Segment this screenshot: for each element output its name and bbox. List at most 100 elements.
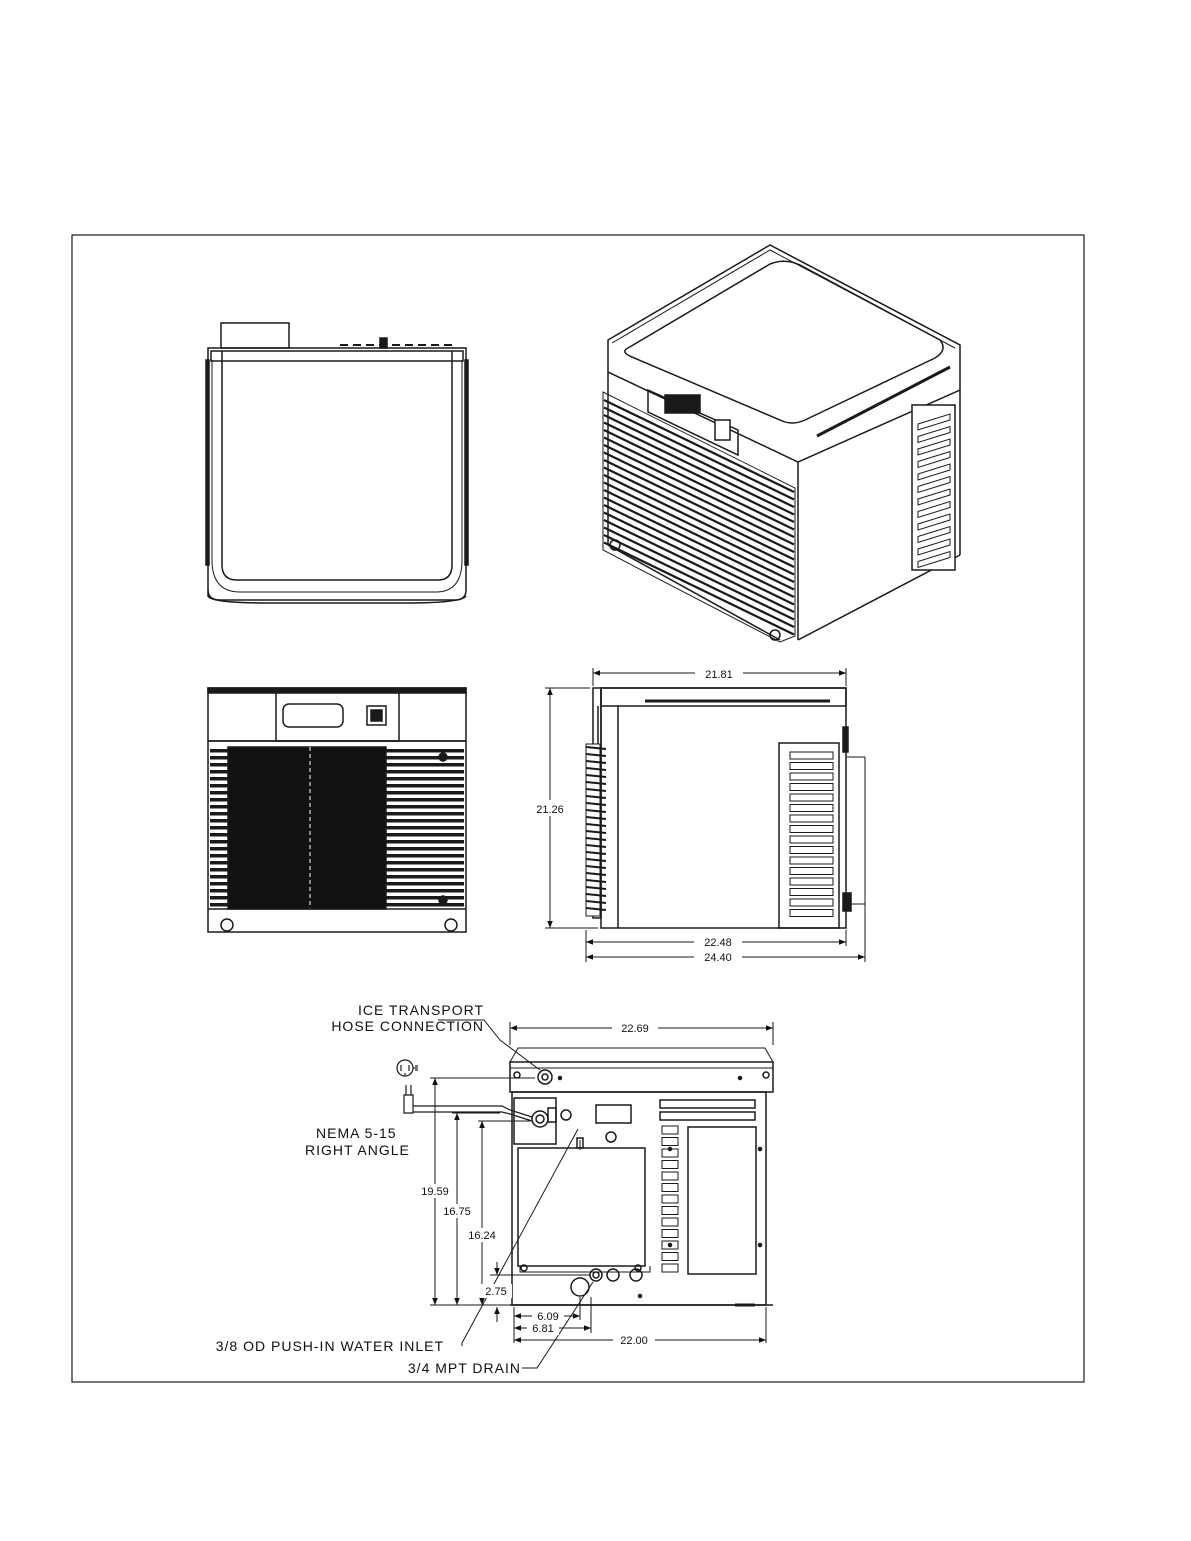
back-view: [510, 1048, 773, 1305]
dim-depth-overall: 24.40: [704, 952, 732, 964]
side-vent-slot: [790, 826, 833, 833]
dim-back-w3: 22.00: [620, 1335, 648, 1347]
side-vent-slot: [790, 878, 833, 885]
iso-fin: [604, 483, 794, 575]
back-vent-slot: [662, 1161, 678, 1169]
back-dims: [430, 1020, 773, 1368]
iso-fin: [604, 490, 794, 582]
side-view: [586, 688, 851, 928]
front-fin-right: [386, 882, 464, 886]
callout-drain: 3/4 MPT DRAIN: [408, 1360, 521, 1376]
front-fin-left: [210, 798, 228, 802]
iso-fin: [604, 408, 794, 500]
iso-fin: [604, 505, 794, 597]
back-vent-slot: [662, 1218, 678, 1226]
back-vent-slot: [662, 1126, 678, 1134]
iso-fin: [604, 535, 794, 627]
front-fin-right: [386, 826, 464, 830]
front-fin-right: [386, 903, 464, 907]
front-fin-right: [386, 763, 464, 767]
front-fin-left: [210, 777, 228, 781]
side-vent-slot: [790, 805, 833, 812]
iso-fin: [604, 528, 794, 620]
dim-back-w2: 6.81: [532, 1323, 553, 1335]
side-vent-slot: [790, 752, 833, 759]
front-fin-left: [210, 903, 228, 907]
iso-fin: [604, 415, 794, 507]
front-fin-right: [386, 749, 464, 753]
front-fin-right: [386, 889, 464, 893]
iso-fin: [604, 468, 794, 560]
side-vent-slot: [790, 773, 833, 780]
iso-fin: [604, 543, 794, 635]
iso-fin: [604, 498, 794, 590]
front-fin-left: [210, 847, 228, 851]
front-view: [208, 688, 466, 932]
back-vent-slot: [662, 1230, 678, 1238]
callout-nema-line2: RIGHT ANGLE: [305, 1142, 410, 1158]
back-vent-slot: [662, 1195, 678, 1203]
back-vent-slot: [662, 1264, 678, 1272]
front-fin-right: [386, 819, 464, 823]
front-fin-right: [386, 861, 464, 865]
front-fin-left: [210, 763, 228, 767]
side-vent-slot: [790, 910, 833, 917]
front-fin-left: [210, 861, 228, 865]
front-fin-left: [210, 756, 228, 760]
front-fin-left: [210, 896, 228, 900]
front-fin-right: [386, 784, 464, 788]
front-fin-right: [386, 791, 464, 795]
front-fin-right: [386, 896, 464, 900]
iso-fin: [604, 438, 794, 530]
iso-front-grille: [604, 400, 794, 635]
callout-ice-line2: HOSE CONNECTION: [331, 1018, 484, 1034]
front-fin-left: [210, 840, 228, 844]
iso-fin: [604, 445, 794, 537]
side-vent-slot: [790, 794, 833, 801]
iso-fin: [604, 453, 794, 545]
front-fin-left: [210, 833, 228, 837]
front-fin-left: [210, 889, 228, 893]
iso-fin: [604, 475, 794, 567]
side-vent: [790, 752, 833, 917]
side-vent-slot: [790, 784, 833, 791]
back-vent-slot: [662, 1172, 678, 1180]
iso-fin: [604, 430, 794, 522]
side-vent-slot: [790, 857, 833, 864]
front-fin-right: [386, 875, 464, 879]
front-fin-right: [386, 840, 464, 844]
front-fin-left: [210, 812, 228, 816]
front-fin-right: [386, 812, 464, 816]
callout-water-inlet: 3/8 OD PUSH-IN WATER INLET: [216, 1338, 444, 1354]
back-vent-slot: [662, 1253, 678, 1261]
front-fin-right: [386, 777, 464, 781]
front-fin-left: [210, 784, 228, 788]
dim-back-h2: 16.75: [443, 1206, 471, 1218]
iso-fin: [604, 520, 794, 612]
dim-width-top: 21.81: [705, 669, 733, 681]
front-fin-left: [210, 805, 228, 809]
side-vent-slot: [790, 868, 833, 875]
front-fin-right: [386, 770, 464, 774]
back-vent-slot: [662, 1207, 678, 1215]
front-fin-right: [386, 798, 464, 802]
side-vent-slot: [790, 836, 833, 843]
front-fin-left: [210, 854, 228, 858]
front-fin-right: [386, 868, 464, 872]
front-fin-left: [210, 868, 228, 872]
front-fin-right: [386, 805, 464, 809]
side-vent-slot: [790, 899, 833, 906]
front-fin-right: [386, 847, 464, 851]
top-view: [206, 323, 468, 603]
side-vent-slot: [790, 763, 833, 770]
dim-back-h4: 2.75: [485, 1286, 506, 1298]
callout-ice-line1: ICE TRANSPORT: [358, 1002, 484, 1018]
front-fin-right: [386, 756, 464, 760]
front-fin-right: [386, 833, 464, 837]
dim-back-h1: 19.59: [421, 1186, 449, 1198]
front-fin-left: [210, 875, 228, 879]
back-vent-slot: [662, 1184, 678, 1192]
back-vent-slot: [662, 1138, 678, 1146]
front-fin-left: [210, 819, 228, 823]
